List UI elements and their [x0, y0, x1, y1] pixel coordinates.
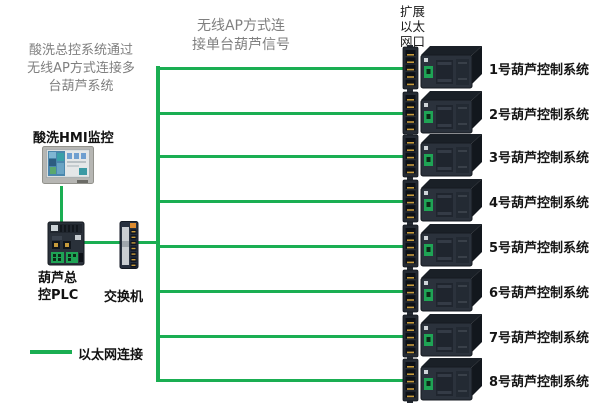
ethernet-branch-line-4 [156, 200, 404, 203]
master-plc-icon [46, 220, 86, 267]
hoist-row-5: 5号葫芦控制系统 [400, 222, 589, 270]
ethernet-branch-line-6 [156, 290, 404, 293]
hoist-row-label: 4号葫芦控制系统 [489, 195, 590, 211]
hoist-row-4: 4号葫芦控制系统 [400, 177, 589, 225]
hoist-plc-icon [400, 267, 484, 315]
hoist-row-6: 6号葫芦控制系统 [400, 267, 589, 315]
hoist-row-label: 3号葫芦控制系统 [489, 150, 590, 166]
hoist-row-label: 2号葫芦控制系统 [489, 107, 590, 123]
ethernet-branch-line-7 [156, 335, 404, 338]
hmi-label: 酸洗HMI监控 [33, 131, 114, 146]
ethernet-branch-line-8 [156, 379, 404, 382]
hoist-plc-icon [400, 177, 484, 225]
hoist-row-label: 8号葫芦控制系统 [489, 374, 590, 390]
hoist-row-3: 3号葫芦控制系统 [400, 132, 589, 180]
hoist-plc-icon [400, 222, 484, 270]
hoist-plc-icon [400, 44, 484, 92]
hmi-to-plc-line [60, 186, 63, 223]
hoist-plc-icon [400, 356, 484, 404]
expansion-port-annotation: 扩展 以太 网口 [400, 4, 426, 49]
hoist-row-2: 2号葫芦控制系统 [400, 89, 589, 137]
switch-icon [117, 219, 141, 271]
hoist-plc-icon [400, 89, 484, 137]
hoist-row-8: 8号葫芦控制系统 [400, 356, 589, 404]
ethernet-branch-line-2 [156, 112, 404, 115]
switch-label: 交换机 [104, 290, 144, 305]
hoist-row-7: 7号葫芦控制系统 [400, 312, 589, 360]
hoist-plc-icon [400, 312, 484, 360]
ethernet-branch-line-3 [156, 155, 404, 158]
center-annotation: 无线AP方式连 接单台葫芦信号 [192, 18, 290, 53]
legend-ethernet-label: 以太网连接 [78, 348, 144, 363]
hoist-plc-icon [400, 132, 484, 180]
left-annotation: 酸洗总控系统通过 无线AP方式连接多 台葫芦系统 [27, 43, 135, 94]
hoist-row-label: 6号葫芦控制系统 [489, 285, 590, 301]
hoist-row-1: 1号葫芦控制系统 [400, 44, 589, 92]
master-plc-label: 葫芦总 控PLC [38, 271, 79, 303]
ethernet-branch-line-5 [156, 245, 404, 248]
ethernet-branch-line-1 [156, 67, 404, 70]
hoist-row-label: 7号葫芦控制系统 [489, 330, 590, 346]
hmi-panel-icon [42, 146, 94, 186]
hoist-row-label: 1号葫芦控制系统 [489, 62, 590, 78]
ethernet-trunk-line [156, 66, 160, 382]
hoist-row-label: 5号葫芦控制系统 [489, 240, 590, 256]
legend-ethernet-line [30, 350, 72, 354]
